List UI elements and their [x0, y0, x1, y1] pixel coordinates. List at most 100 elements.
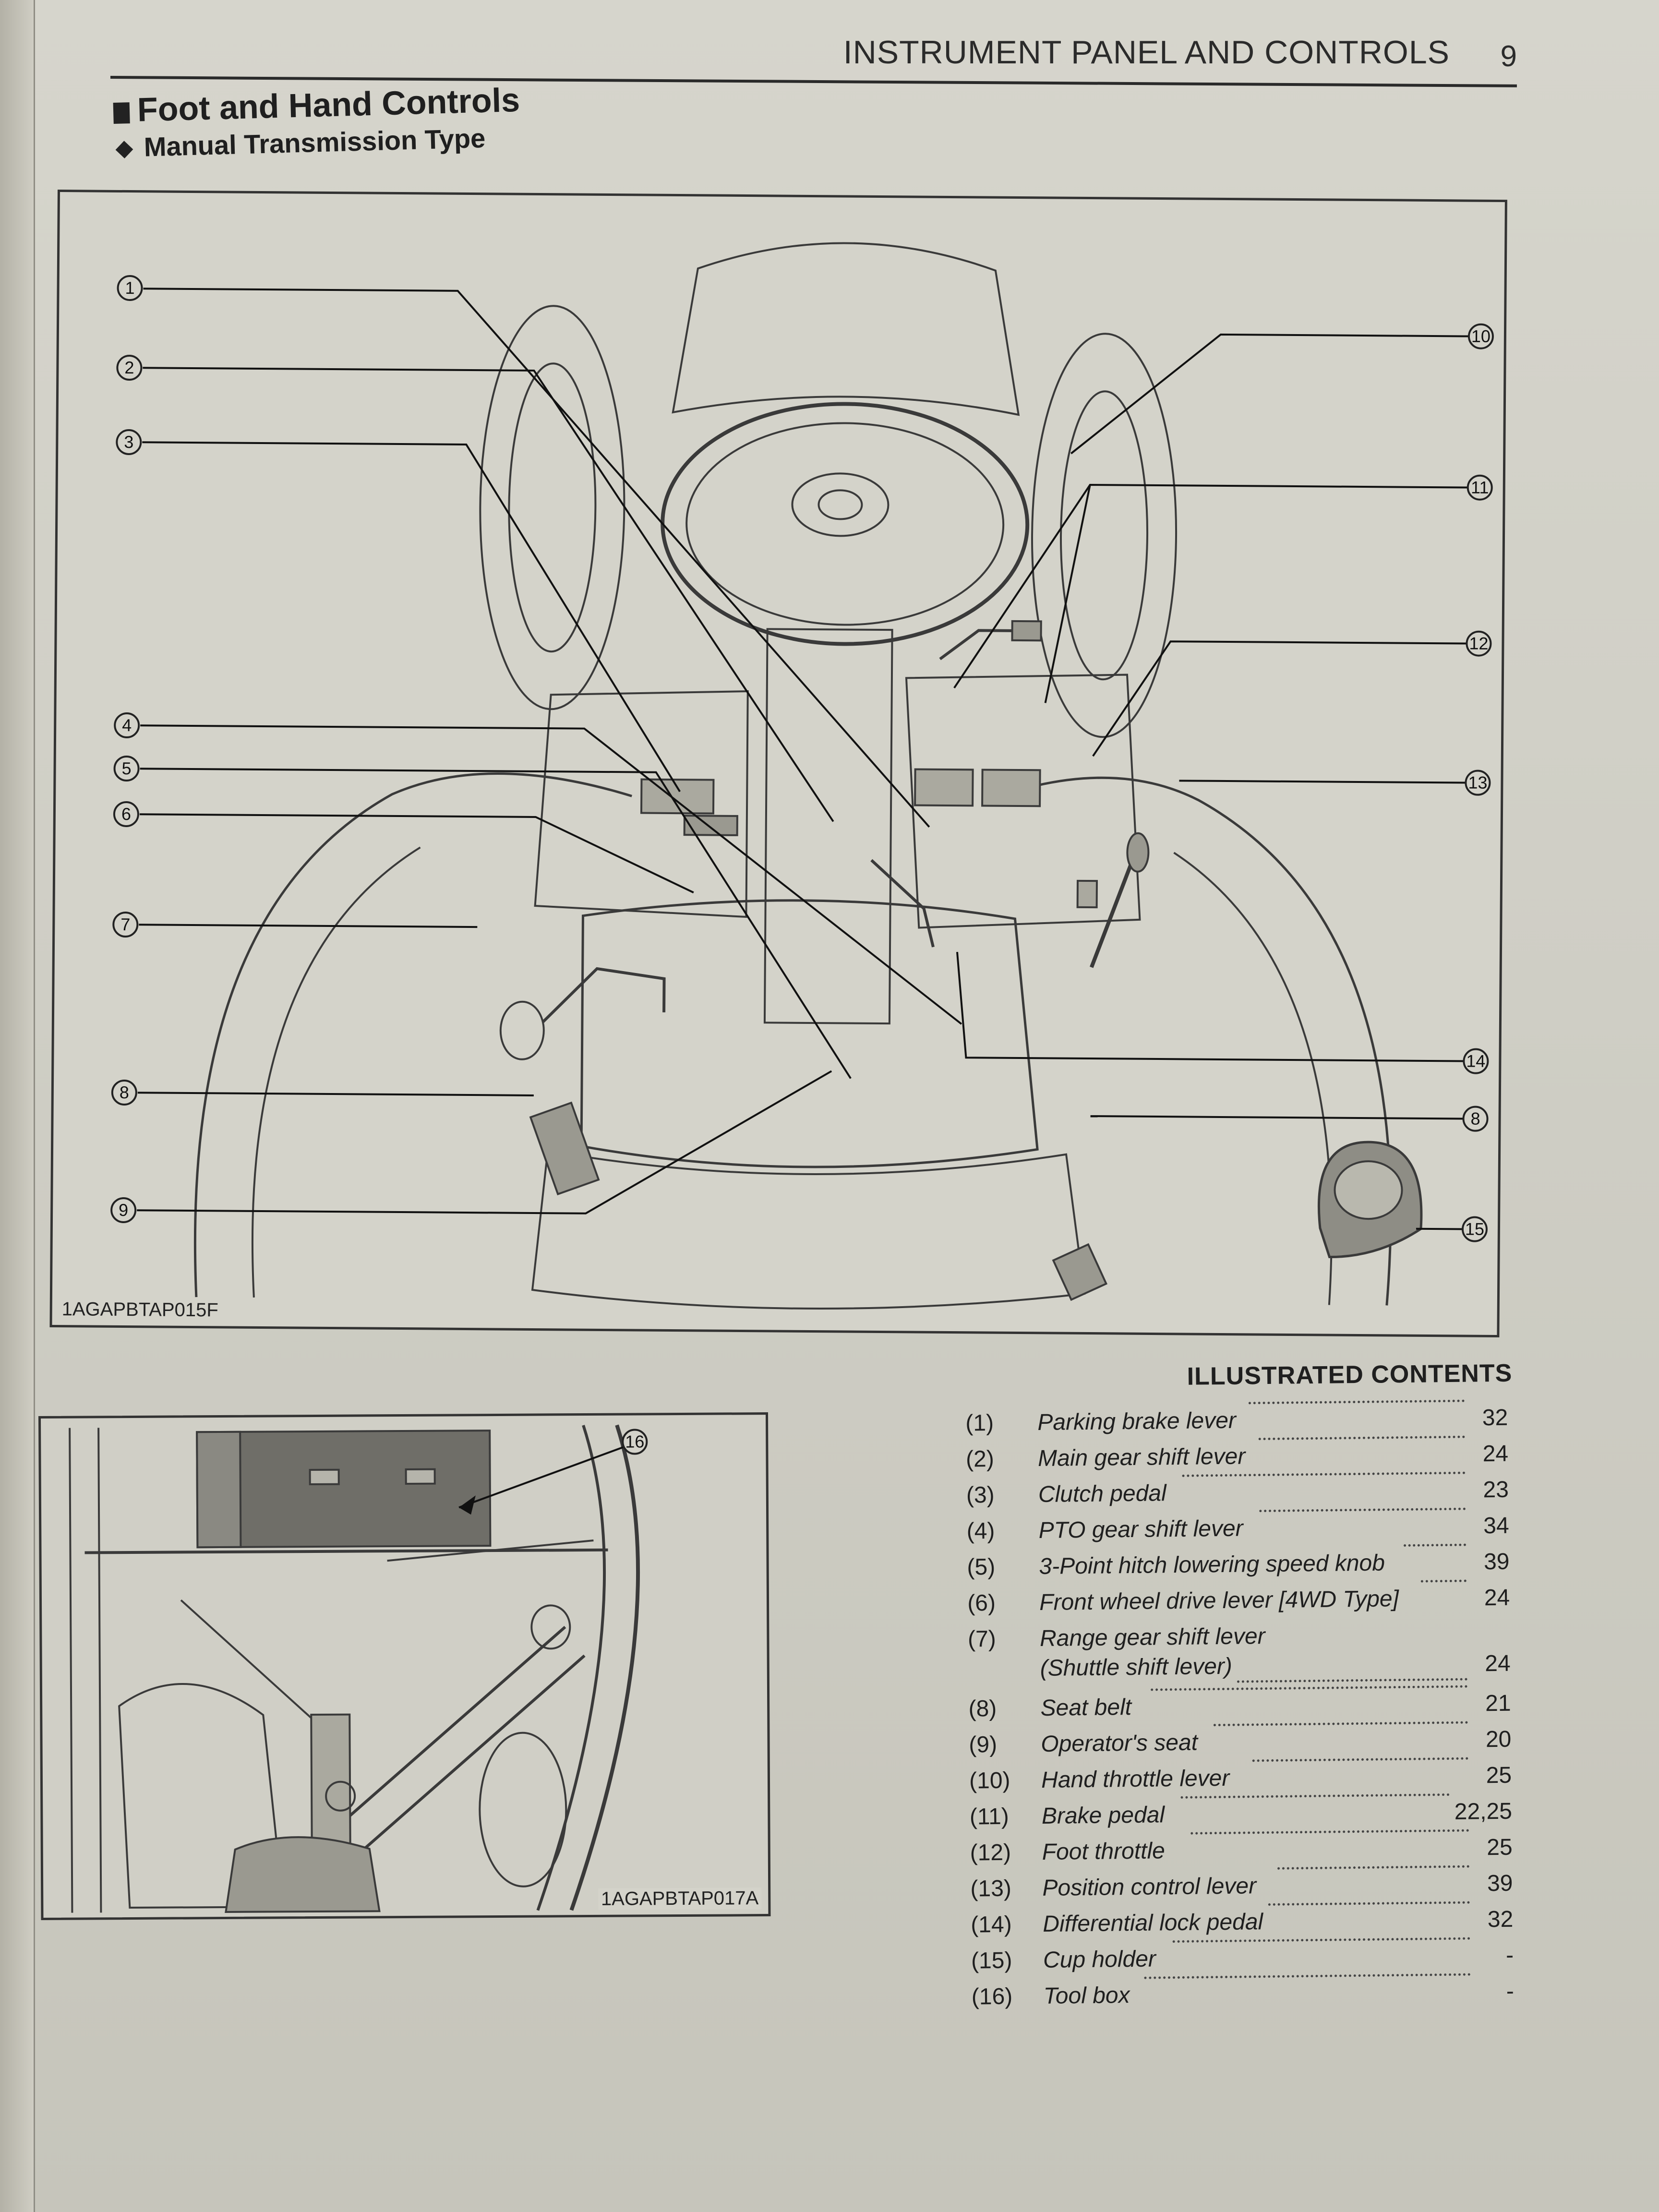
toc-item-number: (11): [969, 1803, 1010, 1830]
toc-item-page: 25: [1486, 1762, 1512, 1789]
steering-wheel: [661, 402, 1030, 646]
toc-leader-dots: [1144, 1973, 1471, 1979]
toc-item-number: (14): [971, 1911, 1012, 1938]
toc-leader-dots: [1420, 1579, 1467, 1583]
toolbox-illustration: 16 1AGAPBTAP017A: [38, 1412, 771, 1920]
callout-11: 11: [1467, 474, 1493, 501]
page-header: INSTRUMENT PANEL AND CONTROLS 9: [110, 19, 1517, 87]
brake-pedal-left: [914, 768, 974, 807]
toc-item-page: 25: [1486, 1834, 1513, 1861]
range-gear-lever: [523, 967, 666, 1041]
toc-item-page: 20: [1485, 1726, 1512, 1753]
toc-item-page: 32: [1482, 1405, 1508, 1431]
illustrated-contents: ILLUSTRATED CONTENTS (1) Parking brake l…: [965, 1358, 1548, 2056]
toc-leader-dots: [1404, 1543, 1467, 1547]
toc-item-label: Clutch pedal: [1038, 1480, 1167, 1507]
left-fender: [193, 772, 632, 1298]
toc-item-number: (12): [970, 1839, 1011, 1866]
toc-item-label: Cup holder: [1043, 1946, 1156, 1973]
subsection-title: Manual Transmission Type: [115, 122, 486, 163]
toc-leader-dots: [1182, 1471, 1466, 1477]
toc-item-number: (1): [965, 1410, 994, 1436]
toc-item: (14) Differential lock pedal 32: [971, 1901, 1514, 1938]
toc-item: (7) Range gear shift lever (Shuttle shif…: [968, 1621, 1511, 1689]
toc-item-label: Position control lever: [1042, 1873, 1257, 1901]
toc-leader-dots: [1248, 1399, 1465, 1405]
toc-item-page: 24: [1484, 1585, 1510, 1611]
toc-item-label: Differential lock pedal: [1043, 1909, 1263, 1937]
toc-leader-dots: [1237, 1678, 1468, 1683]
toc-item-label: PTO gear shift lever: [1038, 1515, 1243, 1543]
toc-leader-dots: [1268, 1901, 1470, 1906]
diamond-bullet-icon: [115, 141, 133, 159]
subsection-title-text: Manual Transmission Type: [144, 122, 486, 162]
toc-item-page: 34: [1483, 1513, 1509, 1539]
square-bullet-icon: [113, 102, 130, 124]
toc-leader-dots: [1252, 1757, 1468, 1762]
toc-item-page: 24: [1482, 1441, 1509, 1467]
toc-item-number: (5): [967, 1554, 996, 1580]
toc-item-number: (10): [969, 1767, 1010, 1794]
toc-leader-dots: [1180, 1793, 1450, 1799]
toc-item-page: -: [1505, 1942, 1514, 1968]
toc-item-number: (3): [966, 1482, 995, 1508]
right-fender: [991, 776, 1392, 1306]
seat-cushion: [531, 1149, 1086, 1310]
callout-2: 2: [116, 354, 143, 381]
callout-8-left: 8: [111, 1079, 138, 1106]
toc-item-label: Foot throttle: [1042, 1838, 1166, 1865]
callout-4: 4: [114, 712, 140, 739]
toc-item: (12) Foot throttle 25: [970, 1829, 1513, 1866]
toolbox-drawing: [69, 1424, 640, 1913]
main-figure-id: 1AGAPBTAP015F: [59, 1298, 221, 1322]
toc-item-number: (2): [965, 1446, 995, 1472]
toc-item-number: (7): [967, 1626, 997, 1652]
brake-pedal-right: [981, 769, 1041, 807]
toc-item: (6) Front wheel drive lever [4WD Type] 2…: [967, 1579, 1510, 1616]
toc-leader-dots: [1277, 1865, 1470, 1870]
callout-15: 15: [1461, 1216, 1488, 1242]
callout-14: 14: [1463, 1048, 1489, 1074]
callout-8-right: 8: [1462, 1106, 1489, 1132]
toc-item: (9) Operator's seat 20: [969, 1721, 1512, 1758]
callout-6: 6: [113, 801, 140, 828]
toc-leader-dots: [1190, 1829, 1469, 1835]
toc-item-label: Tool box: [1043, 1983, 1130, 2009]
header-title: INSTRUMENT PANEL AND CONTROLS: [843, 34, 1450, 71]
toc-item-number: (8): [968, 1695, 997, 1722]
right-floor-plate: [905, 673, 1141, 929]
toc-item-label: Operator's seat: [1041, 1730, 1198, 1757]
toc-item-label: Hand throttle lever: [1041, 1765, 1230, 1793]
toc-item: (2) Main gear shift lever 24: [966, 1435, 1508, 1472]
toc-item: (4) PTO gear shift lever 34: [966, 1507, 1509, 1544]
section-title-text: Foot and Hand Controls: [137, 81, 520, 129]
toc-item: (15) Cup holder -: [971, 1937, 1514, 1973]
toc-item-page: 21: [1485, 1690, 1511, 1717]
tractor-operator-area-drawing: [137, 242, 1470, 1310]
toc-item: (11) Brake pedal 22,25: [970, 1793, 1512, 1830]
toc-item-label: Range gear shift lever: [1039, 1623, 1265, 1651]
callout-16: 16: [622, 1429, 648, 1455]
position-control-lever: [1090, 852, 1138, 968]
toc-leader-dots: [1213, 1721, 1468, 1727]
callout-13: 13: [1465, 769, 1491, 796]
toc-item-number: (4): [966, 1518, 995, 1544]
toc-item-label: Seat belt: [1040, 1694, 1132, 1721]
page-number: 9: [1500, 40, 1517, 73]
toc-item-number: (13): [970, 1875, 1012, 1902]
toc-item: (10) Hand throttle lever 25: [969, 1757, 1512, 1794]
operator-seat: [580, 899, 1039, 1168]
left-floor-plate: [534, 690, 749, 918]
right-rear-wheel: [1031, 333, 1178, 738]
toc-item-label-line2: (Shuttle shift lever): [1040, 1653, 1233, 1681]
section-title: Foot and Hand Controls: [113, 81, 520, 130]
toc-leader-dots: [1172, 1937, 1470, 1943]
main-illustration: 1 2 3 4 5 6 7 8 9 10 11 12 13 14 8 15 1A…: [49, 190, 1507, 1338]
toc-item-page: 24: [1484, 1650, 1511, 1677]
toc-item-number: (15): [971, 1948, 1012, 1974]
callout-9: 9: [110, 1197, 137, 1224]
toc-item-label: 3-Point hitch lowering speed knob: [1039, 1550, 1385, 1579]
toc-leader-dots: [1258, 1435, 1465, 1441]
callout-12: 12: [1466, 630, 1492, 657]
